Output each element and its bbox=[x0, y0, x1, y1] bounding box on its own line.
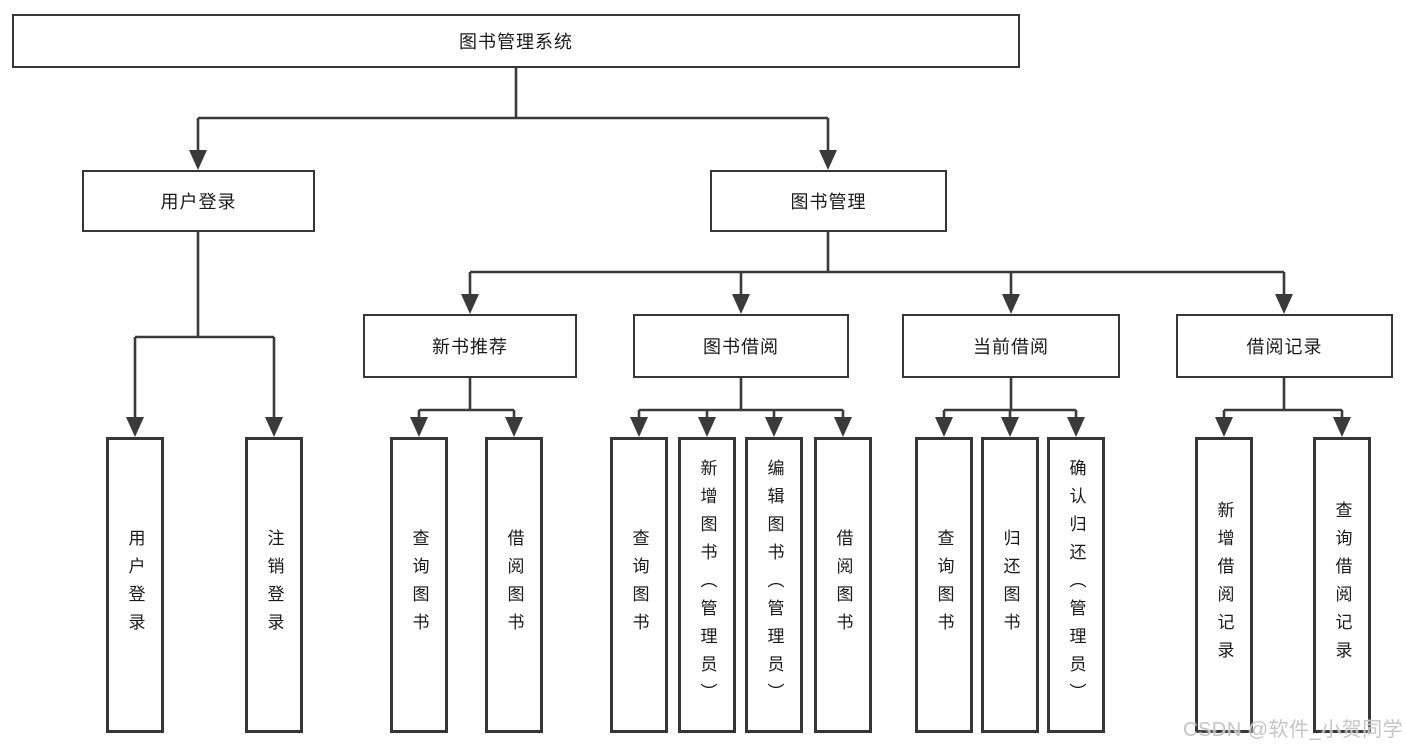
arrowhead bbox=[732, 294, 750, 314]
node-book-borrow: 图书借阅 bbox=[633, 314, 849, 378]
arrowhead bbox=[1215, 417, 1233, 437]
leaf-borrow-books: 借阅图书 bbox=[814, 437, 872, 733]
branch-book-borrow bbox=[630, 378, 852, 437]
leaf-add-book-admin: 新增图书（管理员） bbox=[678, 437, 736, 733]
leaf-confirm-return-admin: 确认归还（管理员） bbox=[1047, 437, 1105, 733]
leaf-borrow-books-label: 借阅图书 bbox=[833, 529, 853, 641]
node-borrow-records: 借阅记录 bbox=[1176, 314, 1393, 378]
leaf-edit-book-admin: 编辑图书（管理员） bbox=[745, 437, 803, 733]
arrowhead bbox=[410, 417, 428, 437]
arrowhead bbox=[1275, 294, 1293, 314]
arrowhead bbox=[630, 417, 648, 437]
arrowhead bbox=[265, 417, 283, 437]
arrowhead bbox=[1333, 417, 1351, 437]
leaf-query-borrow-record-label: 查询借阅记录 bbox=[1332, 501, 1352, 669]
leaf-borrow-books-recommend-label: 借阅图书 bbox=[504, 529, 524, 641]
leaf-return-book-label: 归还图书 bbox=[1000, 529, 1020, 641]
leaf-logout-label: 注销登录 bbox=[264, 529, 284, 641]
leaf-add-borrow-record-label: 新增借阅记录 bbox=[1214, 501, 1234, 669]
node-book-management: 图书管理 bbox=[710, 170, 947, 232]
arrowhead bbox=[834, 417, 852, 437]
arrowhead bbox=[1001, 417, 1019, 437]
leaf-query-books-borrow-label: 查询图书 bbox=[629, 529, 649, 641]
leaf-add-borrow-record: 新增借阅记录 bbox=[1195, 437, 1253, 733]
csdn-watermark: CSDN @软件_小贺同学 bbox=[1183, 719, 1404, 741]
leaf-user-login: 用户登录 bbox=[106, 437, 164, 733]
branch-book-management bbox=[461, 232, 1293, 314]
arrowhead bbox=[189, 150, 207, 170]
arrowhead bbox=[765, 417, 783, 437]
node-new-book-recommend: 新书推荐 bbox=[363, 314, 577, 378]
leaf-query-books-recommend: 查询图书 bbox=[390, 437, 448, 733]
leaf-query-books-borrow: 查询图书 bbox=[610, 437, 668, 733]
node-book-management-label: 图书管理 bbox=[790, 192, 867, 212]
arrowhead bbox=[126, 417, 144, 437]
node-user-login-label: 用户登录 bbox=[160, 192, 237, 212]
arrowhead bbox=[1002, 294, 1020, 314]
branch-borrow-records bbox=[1215, 378, 1351, 437]
node-current-borrow: 当前借阅 bbox=[902, 314, 1120, 378]
arrowhead bbox=[698, 417, 716, 437]
leaf-edit-book-admin-label: 编辑图书（管理员） bbox=[764, 459, 784, 711]
leaf-query-borrow-record: 查询借阅记录 bbox=[1313, 437, 1371, 733]
branch-current-borrow bbox=[935, 378, 1085, 437]
leaf-query-books-current: 查询图书 bbox=[915, 437, 973, 733]
arrowhead bbox=[935, 417, 953, 437]
branch-root bbox=[189, 68, 837, 170]
node-current-borrow-label: 当前借阅 bbox=[973, 337, 1049, 357]
leaf-user-login-label: 用户登录 bbox=[125, 529, 145, 641]
leaf-add-book-admin-label: 新增图书（管理员） bbox=[697, 459, 717, 711]
leaf-query-books-recommend-label: 查询图书 bbox=[409, 529, 429, 641]
leaf-return-book: 归还图书 bbox=[981, 437, 1039, 733]
branch-user-login bbox=[126, 232, 283, 437]
node-borrow-records-label: 借阅记录 bbox=[1246, 337, 1323, 357]
leaf-confirm-return-admin-label: 确认归还（管理员） bbox=[1066, 459, 1086, 711]
branch-new-book-recommend bbox=[410, 378, 523, 437]
node-root-label: 图书管理系统 bbox=[459, 32, 573, 52]
node-user-login: 用户登录 bbox=[82, 170, 315, 232]
node-new-book-recommend-label: 新书推荐 bbox=[432, 337, 508, 357]
arrowhead bbox=[461, 294, 479, 314]
arrowhead bbox=[505, 417, 523, 437]
node-root: 图书管理系统 bbox=[12, 14, 1020, 68]
arrowhead bbox=[1067, 417, 1085, 437]
arrowhead bbox=[819, 150, 837, 170]
leaf-logout: 注销登录 bbox=[245, 437, 303, 733]
node-book-borrow-label: 图书借阅 bbox=[703, 337, 779, 357]
leaf-query-books-current-label: 查询图书 bbox=[934, 529, 954, 641]
leaf-borrow-books-recommend: 借阅图书 bbox=[485, 437, 543, 733]
